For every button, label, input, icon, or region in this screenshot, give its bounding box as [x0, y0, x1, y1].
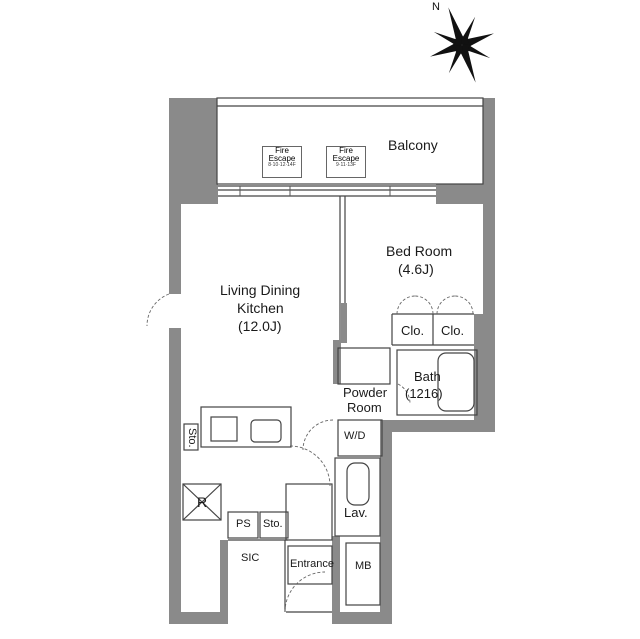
- fire-escape-1-line1: Fire: [275, 146, 289, 155]
- powder-room-label-line1: Powder: [343, 385, 388, 400]
- door-swings: [146, 293, 474, 613]
- sic-label: SIC: [241, 552, 260, 564]
- fire-escape-hatch-2: Fire Escape 9·11·13F: [326, 146, 366, 178]
- closet-2-label: Clo.: [441, 323, 465, 338]
- closet-1-label: Clo.: [401, 323, 425, 338]
- fire-escape-1-floors: 8·10·12·14F: [268, 162, 296, 168]
- storage-kitchen-label: Sto.: [186, 428, 198, 448]
- ldk-size: (12.0J): [238, 318, 282, 334]
- bath-size: (1216): [405, 386, 443, 401]
- fire-escape-2-floors: 9·11·13F: [336, 162, 356, 168]
- ps-label: PS: [236, 518, 251, 530]
- lavatory-label: Lav.: [344, 505, 368, 520]
- thin-walls: [182, 97, 484, 613]
- ldk-label-line2: Kitchen: [237, 300, 284, 316]
- entrance-label: Entrance: [290, 558, 335, 570]
- compass-north-label: N: [432, 1, 440, 13]
- bed-room-label: Bed Room: [386, 243, 453, 259]
- bath-label: Bath: [414, 369, 441, 384]
- walls: [169, 98, 495, 624]
- storage-entry-label: Sto.: [263, 518, 283, 530]
- bed-room-size: (4.6J): [398, 261, 434, 277]
- powder-room-label-line2: Room: [347, 400, 382, 415]
- window-tracks: [239, 186, 391, 196]
- refrigerator-label: R: [197, 494, 208, 510]
- compass-rose-icon: [430, 7, 494, 83]
- fire-escape-2-line1: Fire: [339, 146, 353, 155]
- fire-escape-hatch-1: Fire Escape 8·10·12·14F: [262, 146, 302, 178]
- balcony-label: Balcony: [388, 137, 438, 153]
- washer-dryer-label: W/D: [344, 430, 366, 442]
- ldk-label-line1: Living Dining: [220, 282, 301, 298]
- fire-escape-2-line2: Escape: [332, 154, 360, 163]
- fire-escape-1-line2: Escape: [268, 154, 296, 163]
- meter-box-label: MB: [355, 560, 372, 572]
